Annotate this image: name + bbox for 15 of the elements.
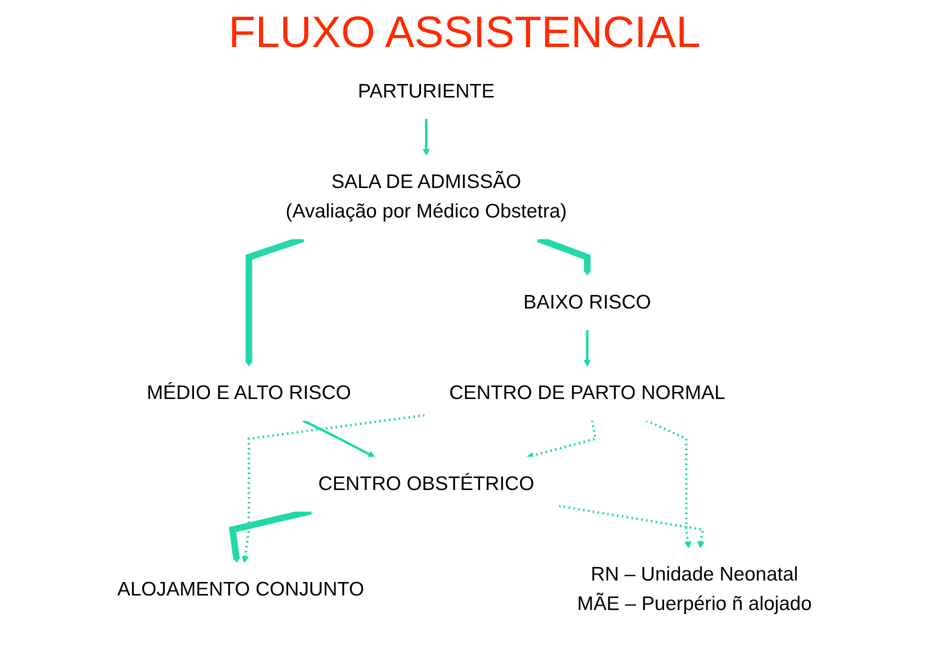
- arrow: [526, 420, 597, 459]
- arrow: [584, 330, 591, 367]
- arrow: [558, 504, 705, 548]
- arrow: [646, 419, 692, 548]
- arrow: [242, 414, 425, 564]
- node-text: BAIXO RISCO: [523, 291, 652, 314]
- arrow: [422, 118, 430, 156]
- node-text: ALOJAMENTO CONJUNTO: [117, 578, 364, 600]
- node-text: CENTRO DE PARTO NORMAL: [449, 382, 726, 404]
- node-text: SALA DE ADMISSÃO (Avaliação por Médico Obstetra): [286, 170, 567, 222]
- node-text: MÉDIO E ALTO RISCO: [146, 382, 352, 404]
- node-text: PARTURIENTE: [358, 80, 495, 102]
- arrow: [302, 419, 376, 458]
- node-text: RN – Unidade Neonatal MÃE – Puerpério ñ alojado: [577, 564, 812, 616]
- diagram-title: FLUXO ASSISTENCIAL: [228, 8, 702, 58]
